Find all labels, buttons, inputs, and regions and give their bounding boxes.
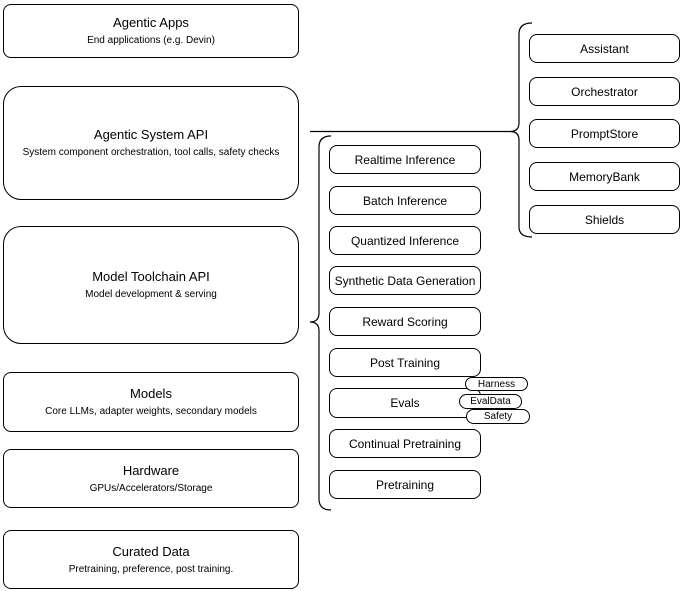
node-title: Curated Data: [112, 543, 190, 559]
eval-tag-harness: Harness: [465, 377, 528, 391]
node-title: Models: [130, 386, 172, 401]
node-title: Hardware: [122, 462, 180, 478]
toolchain-item-reward-scoring: Reward Scoring: [329, 307, 481, 336]
toolchain-item-synthetic-data-generation: Synthetic Data Generation: [329, 266, 481, 295]
node-subtitle: Core LLMs, adapter weights, secondary mo…: [45, 406, 257, 417]
node-subtitle: System component orchestration, tool cal…: [22, 147, 280, 158]
node-subtitle: Model development & serving: [85, 289, 217, 300]
toolchain-item-batch-inference: Batch Inference: [329, 186, 481, 215]
node-model-toolchain-api: Model Toolchain API Model development & …: [3, 226, 299, 344]
node-subtitle: Pretraining, preference, post training.: [68, 563, 234, 575]
system-component-orchestrator: Orchestrator: [529, 77, 680, 106]
node-subtitle: GPUs/Accelerators/Storage: [89, 482, 213, 494]
system-component-shields: Shields: [529, 205, 680, 234]
node-agentic-system-api: Agentic System API System component orch…: [3, 86, 299, 200]
node-agentic-apps: Agentic Apps End applications (e.g. Devi…: [3, 4, 299, 58]
toolchain-item-evals: Evals: [329, 388, 481, 418]
toolchain-item-post-training: Post Training: [329, 348, 481, 377]
node-curated-data: Curated Data Pretraining, preference, po…: [3, 530, 299, 589]
toolchain-item-pretraining: Pretraining: [329, 470, 481, 499]
eval-tag-evaldata: EvalData: [459, 394, 522, 409]
toolchain-item-realtime-inference: Realtime Inference: [329, 145, 481, 174]
system-component-memorybank: MemoryBank: [529, 162, 680, 191]
eval-tag-safety: Safety: [466, 409, 530, 424]
toolchain-item-continual-pretraining: Continual Pretraining: [329, 429, 481, 458]
toolchain-item-quantized-inference: Quantized Inference: [329, 226, 481, 255]
node-models: Models Core LLMs, adapter weights, secon…: [3, 372, 299, 432]
system-component-assistant: Assistant: [529, 34, 680, 63]
node-subtitle: End applications (e.g. Devin): [87, 35, 215, 46]
node-title: Model Toolchain API: [92, 269, 210, 284]
node-title: Agentic System API: [93, 127, 209, 142]
system-component-promptstore: PromptStore: [529, 119, 680, 148]
node-title: Agentic Apps: [113, 15, 189, 30]
node-hardware: Hardware GPUs/Accelerators/Storage: [3, 449, 299, 508]
toolchain-bracket: [309, 135, 332, 511]
